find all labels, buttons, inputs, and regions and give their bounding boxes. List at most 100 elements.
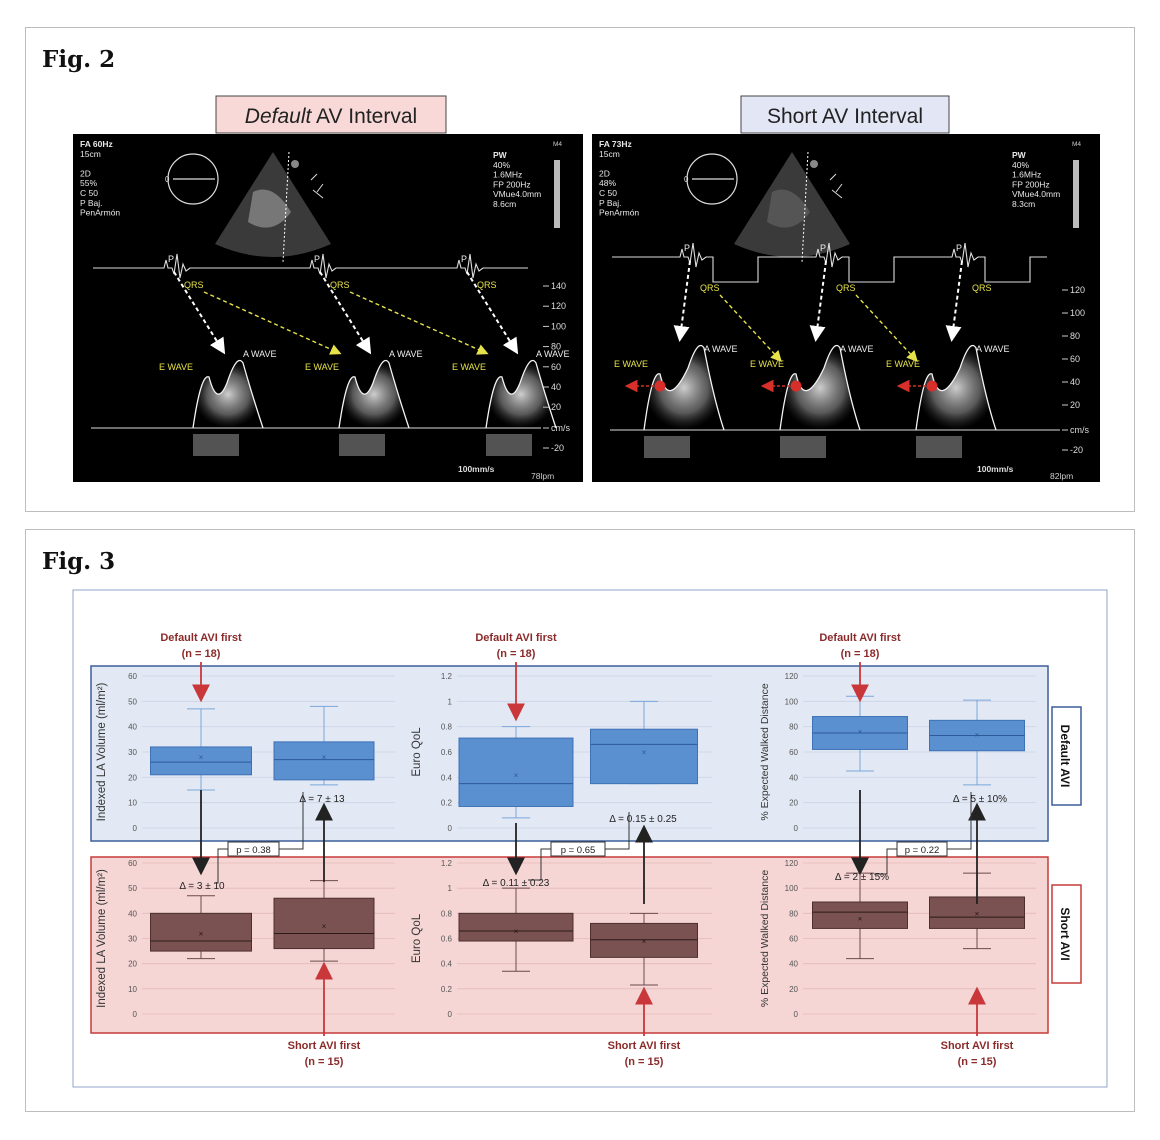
velocity-tick-label: cm/s — [551, 423, 570, 433]
e-wave-label: E WAVE — [886, 359, 920, 369]
orientation-zero: 0 — [165, 175, 170, 184]
echo-header-left-text: 2D — [80, 168, 91, 178]
qrs-label: QRS — [477, 280, 497, 290]
doppler-reverse-flow — [486, 434, 532, 456]
y-axis-label: Indexed LA Volume (ml/m²) — [96, 682, 108, 821]
heart-rate: 78lpm — [531, 471, 554, 481]
box-mean-marker: × — [322, 753, 327, 762]
y-tick-label: 20 — [789, 985, 798, 994]
doppler-ea-outline — [915, 344, 997, 431]
velocity-tick-label: 80 — [1070, 331, 1080, 341]
echo-header-left-text: FA 60Hz — [80, 139, 113, 149]
a-wave-label: A WAVE — [389, 349, 423, 359]
orientation-circle — [686, 153, 738, 205]
echo-header-left-text: C 50 — [80, 188, 98, 198]
e-wave-label: E WAVE — [159, 362, 193, 372]
p-wave-label: P — [168, 254, 174, 264]
qrs-label: QRS — [700, 283, 720, 293]
y-tick-label: 120 — [785, 859, 799, 868]
y-tick-label: 1 — [448, 884, 453, 893]
p-to-a-arrow — [466, 271, 519, 355]
fig3-label: Fig. 3 — [42, 548, 116, 575]
y-tick-label: 10 — [128, 799, 137, 808]
header-default: Default AV Interval — [245, 105, 417, 128]
doppler-ea-envelope — [193, 360, 263, 428]
echo-header-right-text: VMue4.0mm — [493, 189, 541, 199]
y-tick-label: 0 — [133, 1010, 138, 1019]
velocity-tick-label: 80 — [551, 342, 561, 352]
doppler-ea-outline — [779, 344, 861, 431]
box-iqr — [590, 728, 698, 785]
velocity-tick-label: 20 — [551, 402, 561, 412]
short-first-label: Short AVI first — [608, 1040, 681, 1052]
box-mean-marker: × — [199, 929, 204, 938]
echo-header-right-text: PW — [1012, 150, 1027, 160]
a-wave-label: A WAVE — [976, 344, 1010, 354]
default-first-n: (n = 18) — [841, 648, 880, 660]
echo-header-left-text: 48% — [599, 178, 616, 188]
velocity-tick-label: 120 — [1070, 285, 1085, 295]
echo-header-left-text: P Baj. — [599, 198, 622, 208]
p-connector-right — [605, 812, 630, 850]
y-tick-label: 120 — [785, 672, 799, 681]
echo-header-right-text: 1.6MHz — [493, 170, 522, 180]
y-tick-label: 30 — [128, 748, 137, 757]
delta-bottom: Δ = 2 ± 15% — [835, 872, 889, 883]
p-connector-right — [279, 792, 304, 850]
orientation-circle — [167, 153, 219, 205]
delta-bottom: Δ = 0.11 ± 0.23 — [483, 878, 550, 889]
y-tick-label: 40 — [128, 909, 137, 918]
sweep-speed: 100mm/s — [458, 464, 495, 474]
y-axis-label: Euro QoL — [411, 727, 423, 777]
echo-header-left-text: 15cm — [599, 149, 620, 159]
delta-top: Δ = 7 ± 13 — [299, 794, 345, 805]
qrs-to-e-arrow — [719, 294, 782, 363]
echo-header-left-text: 55% — [80, 178, 97, 188]
y-tick-label: 100 — [785, 884, 799, 893]
echo-header-right-text: 40% — [1012, 160, 1029, 170]
p-wave-label: P — [314, 254, 320, 264]
echo-header-right-text: PW — [493, 150, 508, 160]
doppler-ea-outline — [192, 359, 264, 429]
velocity-tick-label: 20 — [1070, 400, 1080, 410]
echo-header-left-text: P Baj. — [80, 198, 103, 208]
e-shift-dot — [654, 380, 666, 392]
default-first-n: (n = 18) — [497, 648, 536, 660]
y-tick-label: 80 — [789, 909, 798, 918]
velocity-tick-label: 100 — [551, 321, 566, 331]
p-wave-label: P — [820, 243, 826, 253]
velocity-tick-label: 40 — [1070, 377, 1080, 387]
p-to-a-arrow — [945, 260, 963, 342]
row-label-short: Short AVI — [1058, 907, 1072, 960]
qrs-label: QRS — [184, 280, 204, 290]
header-box-short — [740, 95, 950, 134]
box-mean-marker: × — [514, 927, 519, 936]
echo-header-left-text: C 50 — [599, 188, 617, 198]
p-to-a-arrow — [673, 260, 691, 342]
y-axis-label: Indexed LA Volume (ml/m²) — [96, 869, 108, 1008]
box-mean-marker: × — [858, 914, 863, 923]
echo-m4-label: M4 — [553, 141, 562, 148]
echo-header-left-text: 2D — [599, 168, 610, 178]
qrs-to-e-arrow — [203, 291, 342, 355]
echo-header-left-text: 15cm — [80, 149, 101, 159]
delta-top: Δ = 5 ± 10% — [953, 794, 1007, 805]
p-connector-left — [528, 848, 551, 881]
row-tag-short — [1051, 884, 1082, 984]
fig3-plot: Default AVI Short AVI 6050403020100Index… — [72, 589, 1108, 1088]
box-mean-marker: × — [975, 909, 980, 918]
p-to-a-arrow — [809, 260, 827, 342]
echo-header-left-text: FA 73Hz — [599, 139, 632, 149]
qrs-to-e-arrow — [349, 291, 489, 355]
grayscale-bar — [554, 160, 560, 228]
y-tick-label: 20 — [128, 773, 137, 782]
velocity-tick-label: 140 — [551, 281, 566, 291]
sample-gate-icon — [310, 173, 324, 199]
qrs-label: QRS — [972, 283, 992, 293]
y-tick-label: 0.2 — [441, 985, 453, 994]
short-first-n: (n = 15) — [305, 1056, 344, 1068]
y-axis-label: % Expected Walked Distance — [759, 870, 771, 1008]
p-to-a-arrow — [173, 271, 226, 355]
doppler-ea-envelope — [486, 360, 556, 428]
default-first-n: (n = 18) — [182, 648, 221, 660]
